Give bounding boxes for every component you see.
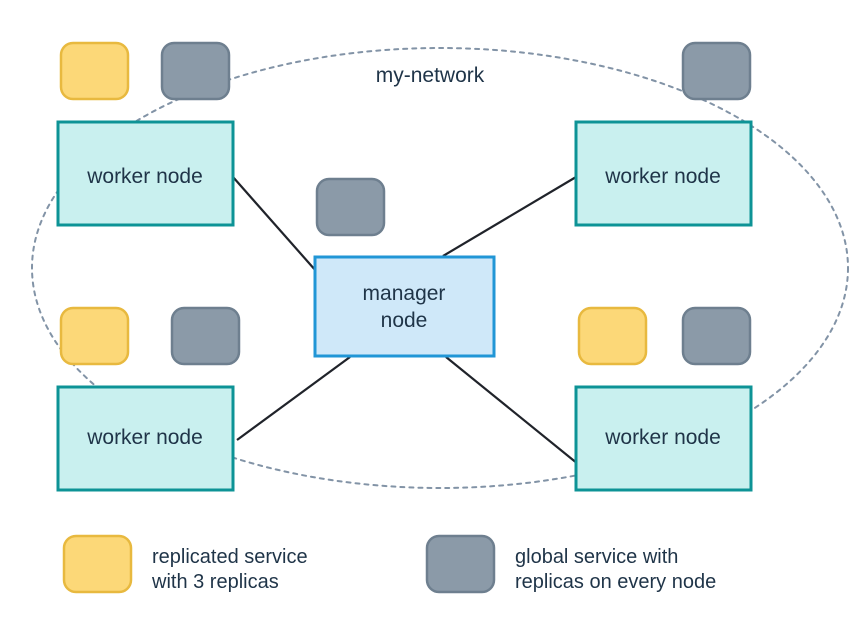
- worker-node-top-left-label: worker node: [86, 165, 203, 188]
- manager-node-box: [313, 255, 496, 358]
- connector-lines: [232, 176, 579, 465]
- legend-replicated-line1: replicated service: [152, 546, 308, 568]
- worker-node-top-right[interactable]: worker node: [574, 120, 753, 227]
- connector-manager-worker-top-left: [232, 176, 317, 272]
- legend-global-line2: replicas on every node: [515, 571, 716, 593]
- legend-item-global: global service with replicas on every no…: [425, 534, 716, 594]
- network-label: my-network: [376, 64, 485, 87]
- connector-manager-worker-bottom-right: [445, 356, 579, 465]
- network-boundary-ellipse: [31, 47, 849, 489]
- global-service-box-center-manager[interactable]: [315, 177, 386, 237]
- legend-item-replicated: replicated service with 3 replicas: [62, 534, 308, 594]
- global-service-box-bottom-left[interactable]: [170, 306, 241, 366]
- manager-node-label-line1: manager: [363, 282, 446, 305]
- worker-node-bottom-left-label: worker node: [86, 426, 203, 449]
- replicated-service-box-top-left[interactable]: [59, 41, 130, 101]
- worker-node-bottom-right[interactable]: worker node: [574, 385, 753, 492]
- worker-node-bottom-right-label: worker node: [604, 426, 721, 449]
- global-service-box-top-right[interactable]: [681, 41, 752, 101]
- legend: replicated service with 3 replicas globa…: [62, 534, 716, 594]
- global-service-swatch: [425, 534, 496, 594]
- worker-node-bottom-left-box: [56, 385, 235, 492]
- connector-manager-worker-bottom-left: [236, 356, 351, 441]
- worker-node-bottom-right-box: [574, 385, 753, 492]
- manager-node[interactable]: manager node: [313, 255, 496, 358]
- manager-node-label-line2: node: [381, 309, 428, 332]
- connector-manager-worker-top-right: [442, 176, 577, 257]
- worker-node-bottom-left[interactable]: worker node: [56, 385, 235, 492]
- worker-node-top-right-label: worker node: [604, 165, 721, 188]
- worker-node-top-left-box: [56, 120, 235, 227]
- legend-global-line1: global service with: [515, 546, 678, 568]
- global-service-box-top-left[interactable]: [160, 41, 231, 101]
- replicated-service-swatch: [62, 534, 133, 594]
- replicated-service-box-bottom-left[interactable]: [59, 306, 130, 366]
- legend-replicated-line2: with 3 replicas: [151, 571, 279, 593]
- global-service-box-bottom-right[interactable]: [681, 306, 752, 366]
- worker-node-top-left[interactable]: worker node: [56, 120, 235, 227]
- worker-node-top-right-box: [574, 120, 753, 227]
- replicated-service-box-bottom-right[interactable]: [577, 306, 648, 366]
